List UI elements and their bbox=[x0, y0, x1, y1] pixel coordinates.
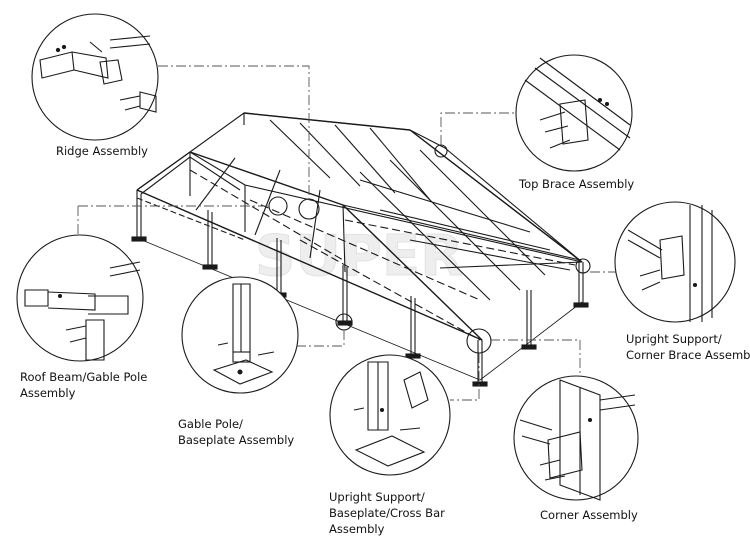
roof-beam-detail-circle bbox=[16, 234, 144, 362]
ridge-assembly-label: Ridge Assembly bbox=[56, 144, 148, 158]
gable-pole-baseplate-label-line1: Gable Pole/ bbox=[178, 417, 243, 431]
upright-baseplate-crossbar-label-line3: Assembly bbox=[329, 522, 385, 536]
corner-assembly-label: Corner Assembly bbox=[540, 508, 638, 522]
gable-pole-baseplate-label-line2: Baseplate Assembly bbox=[178, 433, 295, 447]
gable-pole-baseplate-detail-circle bbox=[181, 276, 299, 394]
corner-detail-circle bbox=[513, 375, 639, 501]
upright-baseplate-crossbar-label-line2: Baseplate/Cross Bar bbox=[329, 506, 445, 520]
upright-corner-brace-label-line1: Upright Support/ bbox=[626, 332, 722, 346]
top-brace-assembly-label: Top Brace Assembly bbox=[519, 177, 635, 191]
tent-frame bbox=[131, 112, 591, 387]
upright-baseplate-detail-circle bbox=[329, 354, 451, 476]
roof-beam-gable-pole-label-line2: Assembly bbox=[20, 386, 76, 400]
roof-beam-gable-pole-label-line1: Roof Beam/Gable Pole bbox=[20, 370, 148, 384]
upright-corner-brace-label-line2: Corner Brace Assembly bbox=[626, 348, 750, 362]
watermark-text: SUPER bbox=[255, 224, 463, 289]
ridge-detail-circle bbox=[31, 13, 159, 141]
top-brace-detail-circle bbox=[515, 54, 633, 172]
upright-baseplate-crossbar-label-line1: Upright Support/ bbox=[329, 490, 425, 504]
upright-corner-brace-detail-circle bbox=[614, 201, 736, 323]
